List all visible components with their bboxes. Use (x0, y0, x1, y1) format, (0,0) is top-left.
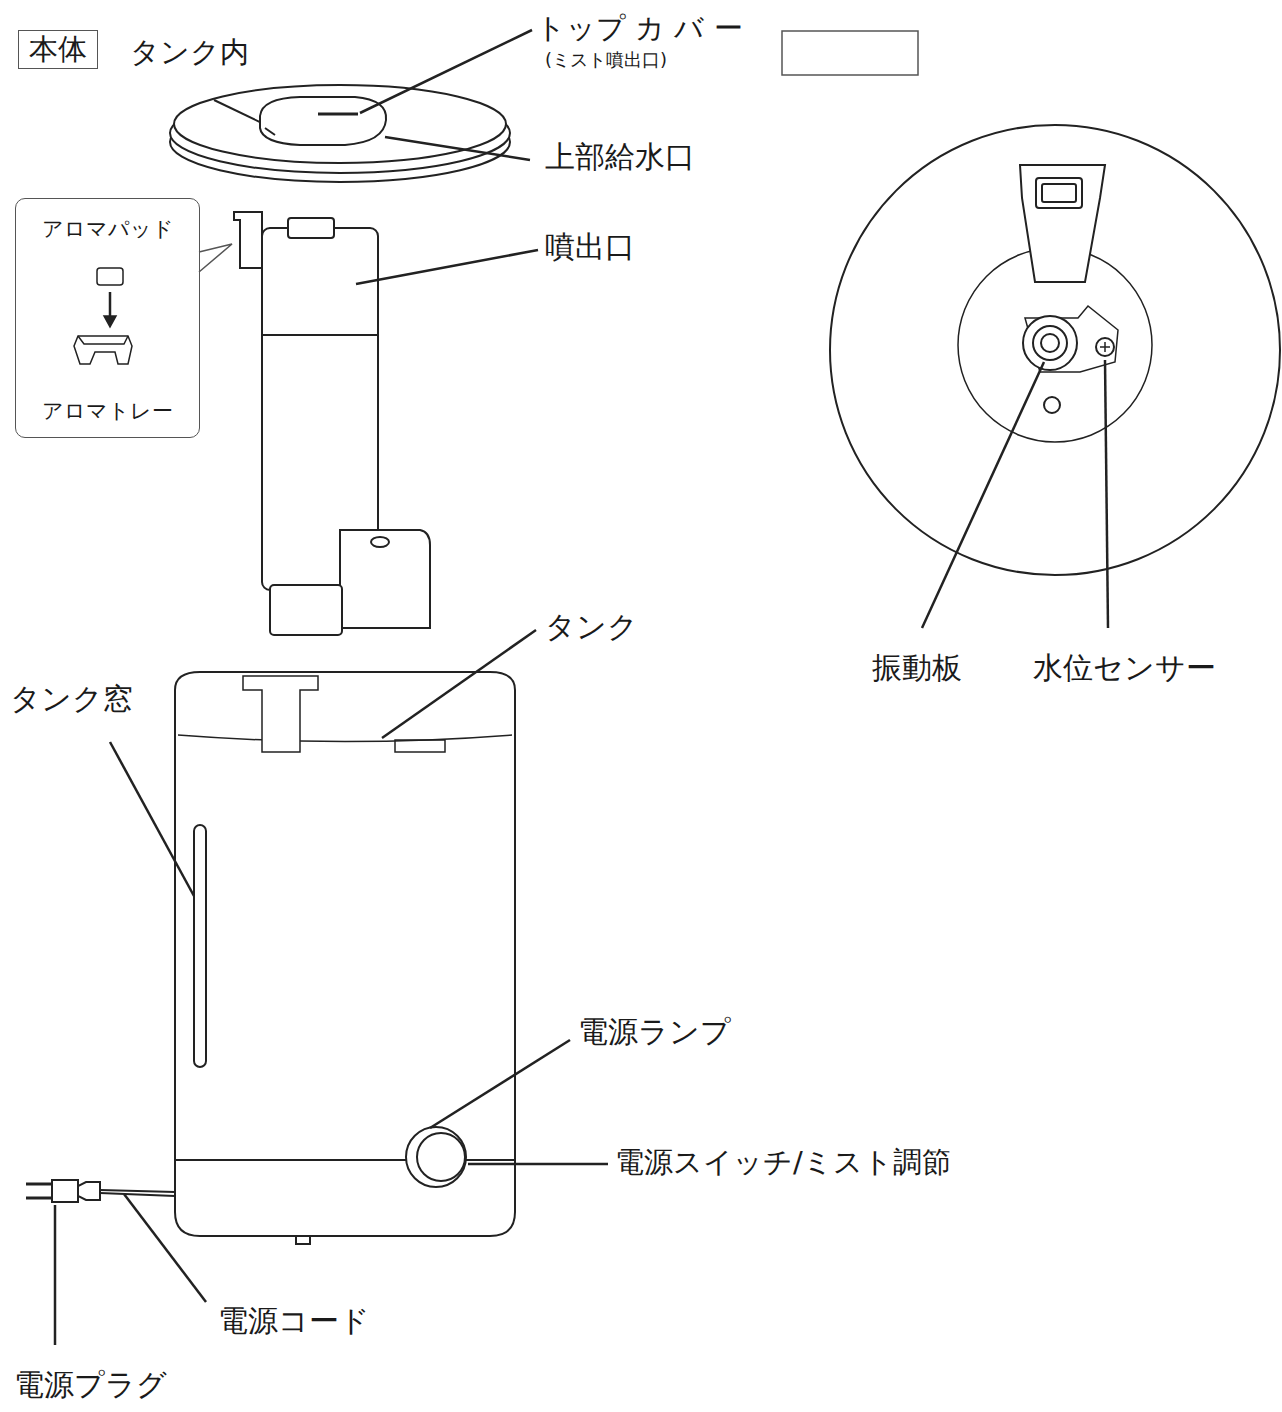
callout-box: アロマパッドアロマトレー (15, 198, 200, 438)
callout-tail (199, 244, 232, 272)
part-label: 電源コード (218, 1304, 370, 1339)
part-sublabel: (ミスト噴出口) (545, 50, 667, 71)
node-text: アロマパッド (42, 217, 174, 241)
node-text: アロマトレー (42, 399, 173, 423)
aroma-icons (74, 268, 132, 364)
node-text: 本体 (29, 33, 87, 66)
part-label: 電源スイッチ/ミスト調節 (615, 1146, 951, 1179)
section-box: 本体 (18, 30, 98, 69)
section-label: タンク内 (130, 36, 249, 69)
top-cover (170, 85, 510, 182)
leader-lines (55, 30, 1108, 1345)
blank-box (782, 31, 918, 75)
part-label: 上部給水口 (545, 140, 695, 175)
tank-body (26, 672, 515, 1244)
tank-inside-view (830, 125, 1280, 575)
part-label: トップ カ バ ー (536, 12, 743, 45)
part-label: 噴出口 (545, 230, 635, 265)
part-label: タンク窓 (10, 682, 133, 717)
part-label: 振動板 (872, 651, 962, 686)
part-label: 電源プラグ (14, 1368, 167, 1403)
part-label: 電源ランプ (578, 1015, 731, 1050)
part-label: タンク (545, 610, 638, 645)
part-label: 水位センサー (1033, 651, 1216, 686)
